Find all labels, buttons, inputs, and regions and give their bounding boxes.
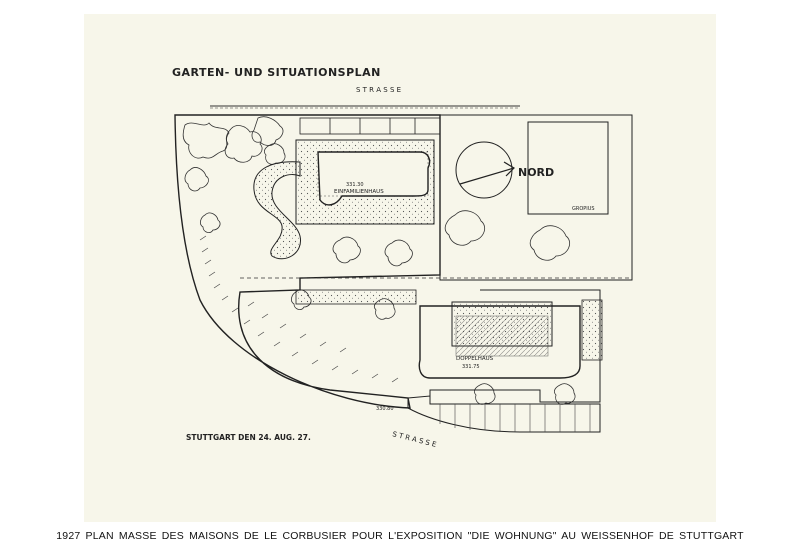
single-house-label: EINFAMILIENHAUS (334, 189, 384, 195)
double-house-label: DOPPELHAUS (456, 356, 494, 362)
serpentine-path (253, 161, 301, 260)
street-label-top: S T R A S S E (356, 86, 401, 94)
single-house-building (317, 151, 431, 206)
terrace-strokes (199, 235, 399, 383)
street-structures (299, 117, 441, 135)
north-arrow (455, 141, 515, 199)
drawing-date: STUTTGART DEN 24. AUG. 27. (186, 433, 311, 442)
double-house-level: 331.75 (462, 364, 480, 370)
figure-caption: 1927 PLAN MASSE DES MAISONS DE LE CORBUS… (56, 530, 744, 542)
drawing-sheet (84, 14, 716, 522)
double-house-building (418, 305, 581, 379)
single-house-level: 331.30 (346, 182, 364, 188)
gropius-label: GROPIUS (572, 206, 595, 212)
gropius-plot (439, 114, 633, 281)
walkway (295, 289, 417, 305)
north-label: NORD (518, 166, 554, 179)
plan-title: GARTEN- UND SITUATIONSPLAN (172, 66, 381, 79)
street-label-bottom: S T R A S S E (392, 430, 438, 449)
garden-outline (174, 114, 441, 409)
bottom-lot (407, 395, 601, 433)
lower-plot-outline (429, 289, 601, 404)
gropius-building (527, 121, 609, 215)
bottom-level: 330.80 (376, 406, 394, 412)
